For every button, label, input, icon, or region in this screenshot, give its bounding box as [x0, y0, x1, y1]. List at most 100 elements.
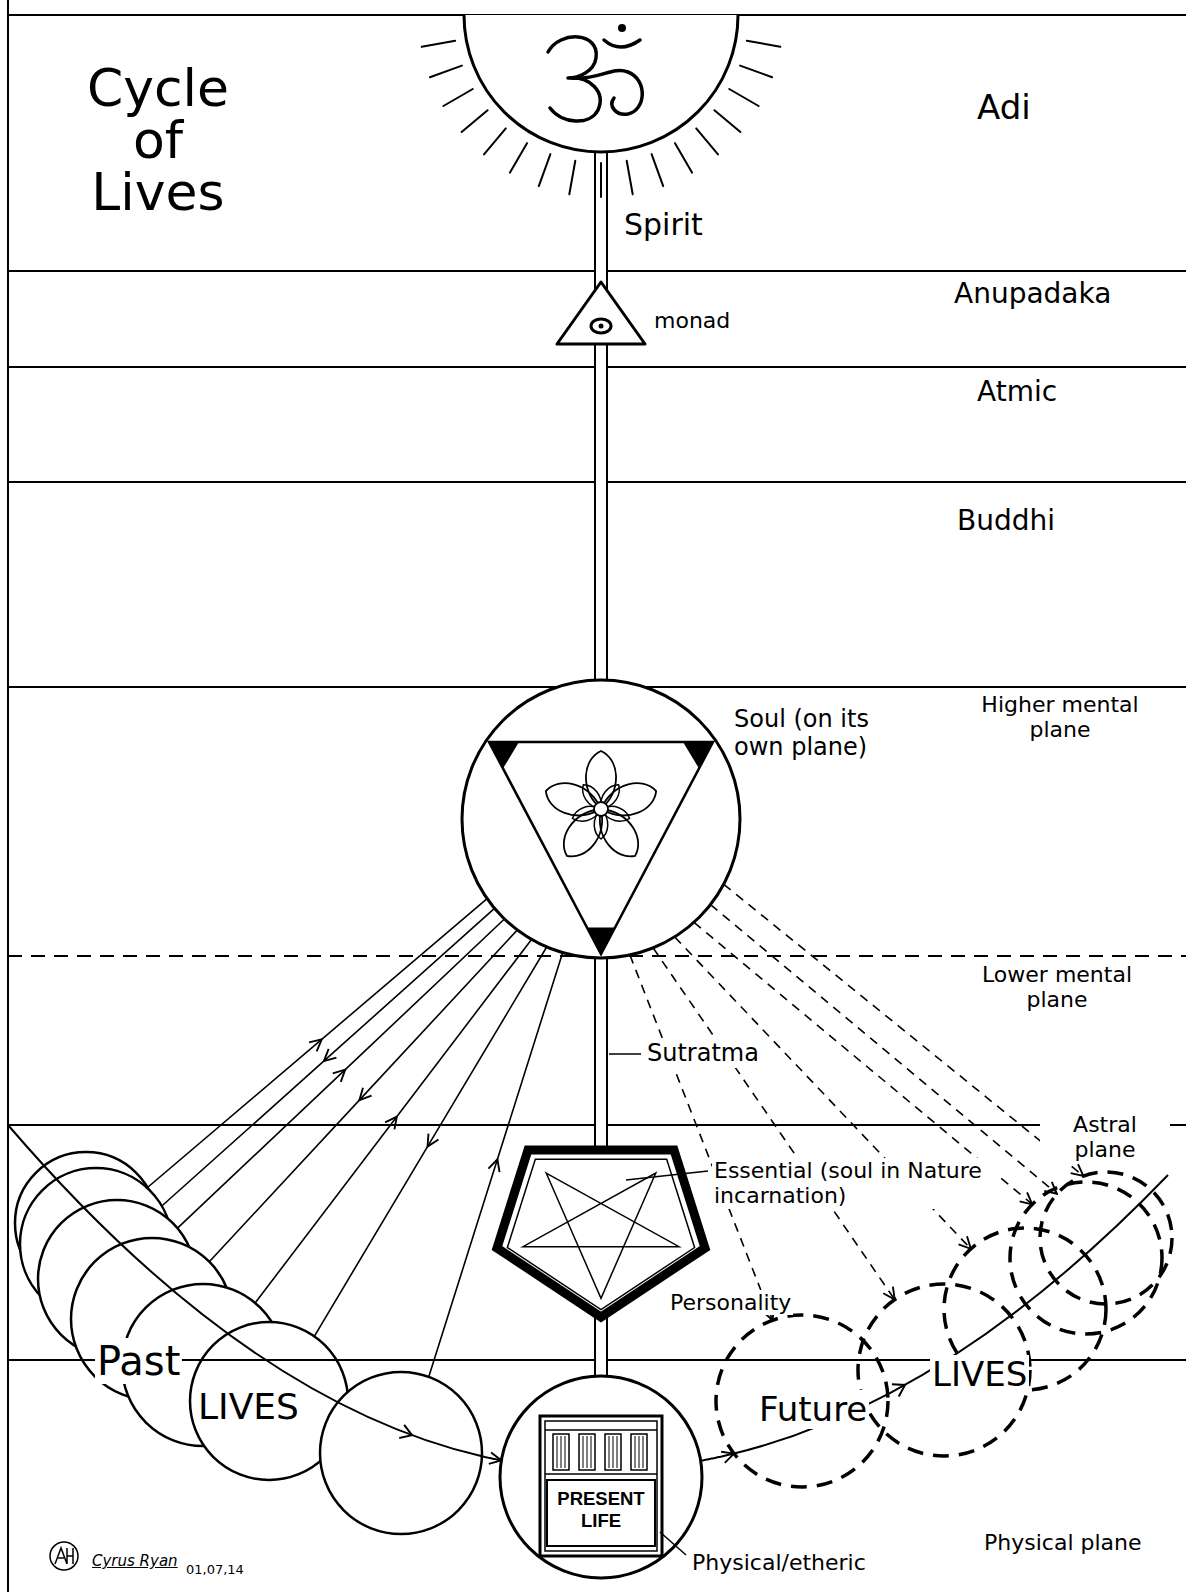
past-lives-circles-text-holder: Past — [95, 1338, 182, 1384]
present-life-circle-outline — [631, 1434, 647, 1470]
frame-lines — [8, 0, 1186, 1592]
sun-rays — [675, 143, 692, 172]
soul-circle-outline — [683, 742, 713, 769]
soul-circle-outline — [541, 777, 605, 824]
signature-holder: Cyrus Ryan — [90, 1552, 180, 1570]
present-life-circle: PRESENT LIFE — [498, 1374, 704, 1580]
plane-name: Anupadaka — [952, 278, 1113, 310]
lives-curve — [892, 1379, 908, 1397]
om-symbol — [548, 24, 642, 121]
soul-circle-outline — [555, 800, 613, 865]
plane-divider — [8, 481, 1186, 483]
monad-triangle-text: monad — [652, 308, 732, 333]
sun-rays — [569, 161, 575, 195]
lives-curve — [399, 1425, 414, 1442]
past-lives-rays-line — [314, 947, 546, 1336]
sun-disc — [464, 15, 738, 152]
plane-name-holder: Anupadaka — [952, 278, 1113, 310]
plane-name-holder: Physical plane — [982, 1530, 1144, 1555]
plane-divider — [8, 1359, 1186, 1361]
plane-dividers — [8, 1125, 1186, 1360]
past-lives-rays-line — [209, 930, 517, 1262]
monad-triangle-outline — [599, 324, 604, 329]
edge-label: Sutratma — [645, 1040, 761, 1068]
callout-label-holder: Physical/etheric — [690, 1550, 868, 1575]
signature-monogram — [50, 1542, 78, 1570]
past-lives-circles-text: Past — [95, 1338, 182, 1384]
label-leader — [609, 1053, 641, 1055]
plane-divider — [8, 270, 1186, 272]
plane-name-holder: Buddhi — [955, 505, 1057, 537]
past-lives-circles-text-holder: LIVES — [196, 1386, 301, 1427]
signature-date: 01,07,14 — [184, 1563, 246, 1578]
sun-rays — [714, 110, 740, 132]
personality-pentagon-text-holder: Personality — [668, 1290, 793, 1315]
callout-label: Physical/etheric — [690, 1550, 868, 1575]
present-life-circle-outline — [540, 1416, 662, 1556]
present-life-circle-outline — [557, 1436, 565, 1468]
sun-rays — [600, 163, 602, 197]
plane-name: Buddhi — [955, 505, 1057, 537]
plane-name: Lower mental plane — [952, 962, 1162, 1013]
signature-monogram — [50, 1542, 78, 1570]
future-lives-circles-text-holder: Future — [757, 1390, 869, 1429]
future-lives-circles-text: Future — [757, 1390, 869, 1429]
present-life-circle-outline — [609, 1436, 617, 1468]
plane-name: Atmic — [975, 376, 1059, 408]
past-lives-rays-line — [148, 899, 488, 1188]
diagram-title-holder: Cycle of Lives — [78, 62, 238, 218]
monad-triangle-text-holder: monad — [652, 308, 732, 333]
past-lives-circles-text: LIVES — [196, 1386, 301, 1427]
spirit-label: Spirit — [622, 208, 705, 243]
sun-rays — [696, 128, 718, 154]
om-symbol — [572, 70, 642, 114]
future-lives-rays-line — [711, 905, 1058, 1194]
present-life-circle-outline — [547, 1480, 655, 1546]
sutratma-cord — [595, 958, 641, 1150]
sun-rays — [510, 143, 527, 172]
soul-circle-outline — [489, 742, 519, 769]
monad-triangle-outline — [557, 282, 645, 344]
sun-rays — [740, 66, 772, 78]
present-life-circle-outline — [498, 1374, 704, 1580]
incarnation-cord-line — [606, 1317, 608, 1376]
soul-circle-text-holder: Soul (on its own plane) — [732, 706, 907, 761]
leader-lines — [626, 1171, 708, 1555]
leader-lines — [660, 1532, 686, 1555]
personality-pentagon-text: Personality — [668, 1290, 793, 1315]
present-life-circle-outline — [553, 1434, 569, 1470]
sun-rays — [539, 154, 551, 186]
edge-label-holder: Sutratma — [645, 1040, 761, 1068]
lives-curve-arrow-line — [482, 1456, 502, 1460]
past-lives-rays-line — [178, 919, 505, 1228]
soul-circle-outline — [462, 680, 740, 958]
past-lives-circles-outline — [320, 1372, 482, 1534]
lives-curve — [399, 1425, 414, 1442]
present-life-circle-outline — [583, 1436, 591, 1468]
sun-rays — [430, 66, 462, 78]
om-symbol — [604, 40, 640, 47]
present-life-circle-outline — [579, 1434, 595, 1470]
present-life-circle-outline — [545, 1430, 657, 1474]
diagram-title: Cycle of Lives — [78, 62, 238, 218]
lives-curve-arrow — [482, 1456, 502, 1460]
soul-circle-outline — [589, 800, 647, 865]
plane-name-holder: Adi — [975, 88, 1033, 127]
plane-name: Physical plane — [982, 1530, 1144, 1555]
sutratma-cord-line — [606, 958, 608, 1150]
sun-rays — [652, 154, 664, 186]
spirit-label-holder: Spirit — [622, 208, 705, 243]
present-life-circle-outline — [605, 1434, 621, 1470]
future-lives-circles-outline — [1040, 1172, 1172, 1304]
sun-rays — [484, 128, 506, 154]
lives-curve — [892, 1379, 908, 1397]
plane-divider — [8, 366, 1186, 368]
present-life-circle-outline — [500, 1376, 702, 1578]
spirit-cord — [595, 152, 607, 292]
soul-circle-outline — [489, 742, 713, 954]
sun-rays — [422, 41, 456, 47]
frame-left-line — [7, 0, 9, 1592]
future-lives-circles-outline — [1010, 1182, 1162, 1334]
plane-name-holder: Atmic — [975, 376, 1059, 408]
